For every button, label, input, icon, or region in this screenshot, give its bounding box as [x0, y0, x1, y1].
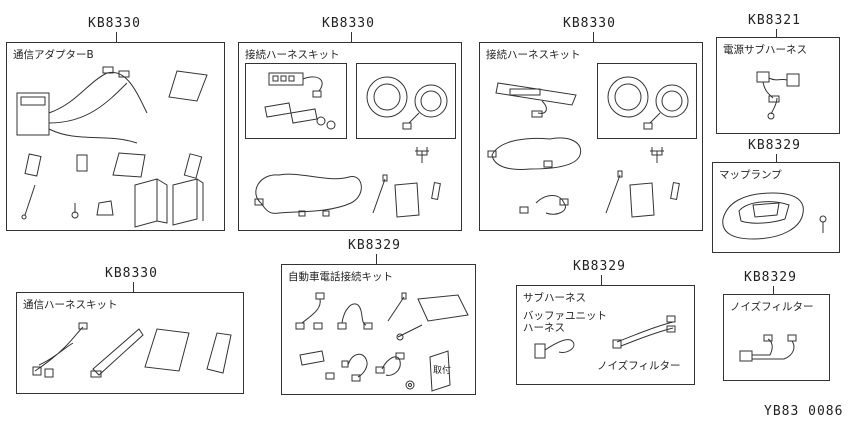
harness-kit-b-parts-drawing: [487, 76, 689, 218]
group-noise-filter: ノイズフィルター: [723, 294, 830, 381]
leader-line: [776, 29, 777, 37]
group-title: サブハーネス: [523, 292, 586, 304]
part-code-kb8330-comm-harness: KB8330: [105, 266, 158, 281]
leader-line: [376, 254, 377, 264]
part-code-kb8329-noise-filter: KB8329: [744, 270, 797, 285]
group-title: 自動車電話接続キット: [288, 271, 393, 283]
part-code-kb8329-car-phone-kit: KB8329: [348, 238, 401, 253]
group-map-lamp: マップランプ: [712, 162, 840, 253]
group-title: 接続ハーネスキット: [245, 49, 340, 61]
group-connection-harness-kit-a: 接続ハーネスキット: [238, 42, 462, 231]
car-phone-kit-drawing: 取付: [295, 292, 469, 392]
leader-line: [773, 286, 774, 294]
group-car-phone-connection-kit: 自動車電話接続キット 取付: [281, 264, 476, 395]
group-title: 接続ハーネスキット: [486, 49, 581, 61]
comm-adapter-parts-drawing: [16, 66, 208, 228]
harness-kit-a-parts-drawing: [254, 72, 448, 218]
buffer-unit-harness-label-line2: ハーネス: [523, 322, 565, 334]
leader-line: [351, 32, 352, 42]
leader-line: [593, 32, 594, 42]
detail-box-switch-parts: [245, 63, 347, 139]
group-sub-harness: サブハーネス バッファユニット ハーネス ノイズフィルター: [516, 285, 695, 385]
part-code-kb8330-harness-kit-b: KB8330: [563, 16, 616, 31]
map-lamp-drawing: [722, 192, 827, 240]
detail-box-speaker-parts: [597, 63, 697, 139]
part-code-kb8330-harness-kit-a: KB8330: [322, 16, 375, 31]
group-comm-harness-kit: 通信ハーネスキット: [16, 292, 244, 394]
group-connection-harness-kit-b: 接続ハーネスキット: [479, 42, 703, 231]
sub-harness-drawing: [534, 315, 676, 359]
group-comm-adapter-b: 通信アダプターB: [6, 42, 225, 231]
leader-line: [116, 32, 117, 42]
buffer-unit-harness-label-line1: バッファユニット: [523, 310, 607, 322]
detail-box-speaker-parts: [356, 63, 456, 139]
noise-filter-label: ノイズフィルター: [597, 360, 681, 372]
install-manual-label: 取付: [433, 365, 451, 376]
group-title: 通信アダプターB: [13, 49, 94, 61]
comm-harness-kit-drawing: [32, 322, 232, 378]
part-code-kb8329-sub-harness: KB8329: [573, 259, 626, 274]
part-code-kb8329-map-lamp: KB8329: [748, 138, 801, 153]
leader-line: [776, 154, 777, 162]
group-title: 電源サブハーネス: [723, 44, 807, 56]
leader-line: [133, 282, 134, 292]
leader-line: [601, 275, 602, 285]
group-title: ノイズフィルター: [730, 301, 814, 313]
group-power-sub-harness: 電源サブハーネス: [716, 37, 840, 134]
group-title: 通信ハーネスキット: [23, 299, 118, 311]
power-sub-harness-drawing: [756, 71, 800, 120]
drawing-reference-number: YB83 0086: [764, 404, 844, 419]
part-code-kb8330-adapter: KB8330: [88, 16, 141, 31]
part-code-kb8321: KB8321: [748, 13, 801, 28]
group-title: マップランプ: [719, 169, 782, 181]
noise-filter-drawing: [739, 334, 797, 362]
